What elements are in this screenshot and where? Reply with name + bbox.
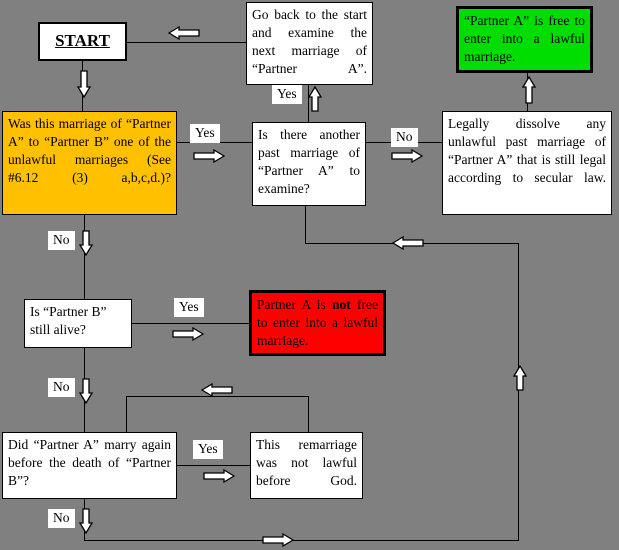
connector-another-to-goback <box>308 84 309 123</box>
connector-question-no-spine <box>84 214 85 300</box>
connector-remarriage-loop-drop <box>126 396 127 433</box>
edge-label-yes-question-to-another: Yes <box>190 124 220 143</box>
edge-label-no-question-to-alive: No <box>48 231 75 250</box>
node-unlawful-marriage-question[interactable]: Was this marriage of “Partner A” to “Par… <box>2 111 177 215</box>
node-start[interactable]: START <box>38 22 127 61</box>
arrow-up-to-goback <box>307 86 323 112</box>
not-free-text-bold: not <box>332 297 351 312</box>
arrow-right-bottom-return <box>262 532 294 548</box>
node-married-again-question[interactable]: Did “Partner A” marry again before the d… <box>2 432 177 499</box>
arrow-left-to-start <box>168 25 200 41</box>
edge-label-yes-married-to-remarriage: Yes <box>193 440 223 459</box>
arrow-down-question-no <box>78 230 94 256</box>
node-another-past-marriage-question[interactable]: Is there another past marriage of “Partn… <box>252 122 366 206</box>
not-free-text-part1: Partner A is <box>257 297 332 312</box>
connector-remarriage-loop-horizontal <box>126 396 309 397</box>
arrow-left-return <box>392 235 424 251</box>
connector-goback-to-start <box>126 42 246 43</box>
connector-bottom-return <box>84 540 519 541</box>
arrow-right-alive-yes <box>172 326 204 342</box>
node-go-back-to-start[interactable]: Go back to the start and examine the nex… <box>246 2 373 85</box>
node-partner-b-alive-question[interactable]: Is “Partner B” still alive? <box>24 299 132 348</box>
connector-remarriage-loop-riser <box>308 396 309 433</box>
arrow-up-to-free <box>521 76 537 104</box>
connector-right-riser <box>518 243 519 540</box>
edge-label-yes-another-to-goback: Yes <box>272 85 302 104</box>
connector-alive-yes-to-notfree <box>131 323 251 324</box>
arrow-right-another-no <box>391 148 423 164</box>
node-remarriage-not-lawful[interactable]: This remarriage was not lawful before Go… <box>250 432 363 499</box>
arrow-right-question-yes <box>193 148 225 164</box>
not-free-text-part2: free to enter into a lawful marriage. <box>257 297 378 348</box>
arrow-down-to-question <box>76 70 92 98</box>
edge-label-no-alive-to-married: No <box>48 378 75 397</box>
arrow-up-right-riser <box>512 365 528 391</box>
arrow-down-alive-no <box>78 378 94 404</box>
edge-label-no-married-bottom: No <box>48 509 75 528</box>
connector-married-yes-to-remarriage <box>176 465 251 466</box>
node-legally-dissolve[interactable]: Legally dissolve any unlawful past marri… <box>442 111 612 215</box>
arrow-right-married-yes <box>203 468 235 484</box>
arrow-down-married-no <box>78 508 94 534</box>
edge-label-yes-alive-to-notfree: Yes <box>174 298 204 317</box>
arrow-left-remarriage-loop <box>201 382 233 398</box>
node-free-to-marry[interactable]: “Partner A” is free to enter into a lawf… <box>456 6 593 73</box>
connector-another-down <box>305 205 306 244</box>
node-not-free-to-marry[interactable]: Partner A is not free to enter into a la… <box>249 290 386 356</box>
edge-label-no-another-to-dissolve: No <box>391 128 418 147</box>
